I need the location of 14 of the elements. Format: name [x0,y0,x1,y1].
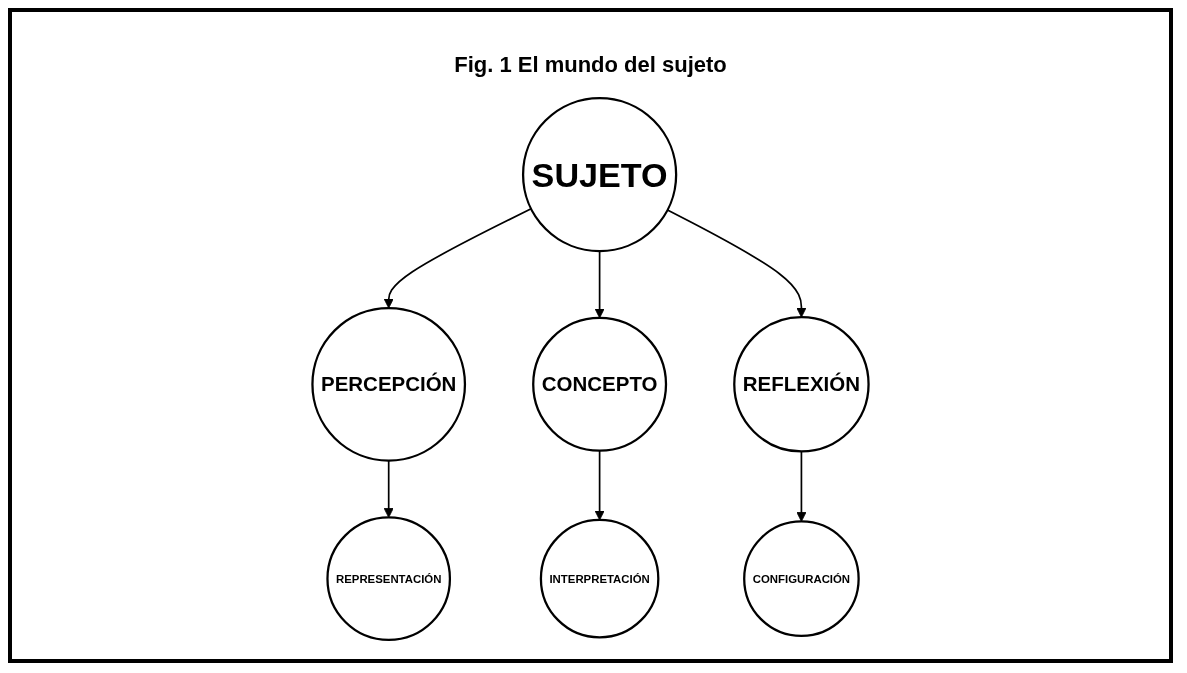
node-circle [743,519,860,637]
node-circle [311,306,467,462]
arrow [594,449,605,520]
arrow [666,208,807,318]
node-circle [521,96,678,252]
arrow [383,459,394,518]
frame-border: Fig. 1 El mundo del sujeto SUJETO PERCEPCIÓN CONCEPTO REPRESENTACIÓN REFLEXIÓN INTERPRETACIÓN CONFIGURACIÓN [8,8,1173,663]
diagram-title: Fig. 1 El mundo del sujeto [454,52,727,78]
arrow [796,450,807,522]
node-circle [539,518,660,638]
arrow [383,207,532,308]
node-circle [532,316,668,452]
node-circle [733,315,870,453]
node-circle [326,515,452,641]
